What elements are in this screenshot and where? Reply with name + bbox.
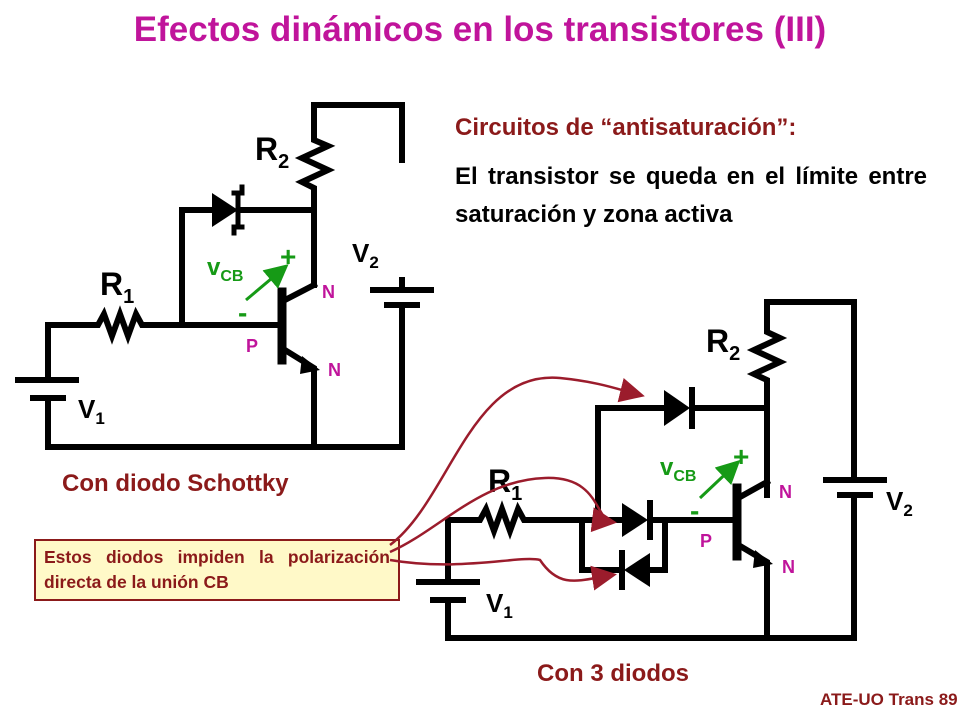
callout-arrows bbox=[389, 376, 645, 591]
left-junction-labels: N N P bbox=[246, 282, 341, 380]
label-plus: + bbox=[280, 241, 296, 272]
label-n-collector-b: N bbox=[779, 482, 792, 502]
left-vcb-labels: vCB + - bbox=[207, 241, 296, 328]
label-r1b: R1 bbox=[488, 463, 522, 505]
label-p-base: P bbox=[246, 336, 258, 356]
caption-three-diodes: Con 3 diodos bbox=[537, 660, 689, 687]
vcb-arrow-left bbox=[245, 264, 289, 302]
slide-title: Efectos dinámicos en los transistores (I… bbox=[133, 10, 827, 49]
label-minus: - bbox=[238, 297, 247, 328]
description-text: El transistor se queda en el límite entr… bbox=[455, 163, 927, 228]
label-vcb: vCB bbox=[207, 254, 243, 285]
wire-top bbox=[311, 102, 405, 163]
arrow-to-bottom-diode bbox=[389, 557, 617, 591]
right-vcb-labels: vCB + - bbox=[660, 441, 749, 526]
footer-slide-number: ATE-UO Trans 89 bbox=[820, 690, 958, 709]
label-minus-b: - bbox=[690, 495, 699, 526]
label-r2b: R2 bbox=[706, 323, 740, 365]
diode-bottom bbox=[624, 553, 650, 587]
subtitle: Circuitos de “antisaturación”: bbox=[455, 114, 797, 141]
diode-middle bbox=[622, 503, 648, 537]
note-box: Estos diodos impiden la polarización dir… bbox=[34, 539, 400, 601]
label-r2: R2 bbox=[255, 131, 289, 173]
r1b-resistor bbox=[445, 500, 601, 585]
diode-top bbox=[664, 390, 690, 426]
left-labels: R2 R1 V2 V1 bbox=[78, 131, 379, 428]
caption-schottky: Con diodo Schottky bbox=[62, 470, 289, 497]
label-r1: R1 bbox=[100, 266, 134, 308]
right-junction-labels: N N P bbox=[700, 482, 795, 577]
three-diode-circuit bbox=[416, 299, 887, 641]
label-n-emitter-b: N bbox=[782, 557, 795, 577]
r2-resistor bbox=[294, 102, 336, 213]
r2b-resistor bbox=[746, 299, 788, 411]
label-v2b: V2 bbox=[886, 486, 913, 520]
label-n-emitter: N bbox=[328, 360, 341, 380]
label-v1: V1 bbox=[78, 394, 105, 428]
label-plus-b: + bbox=[733, 441, 749, 472]
label-v2: V2 bbox=[352, 238, 379, 272]
label-v1b: V1 bbox=[486, 588, 513, 622]
label-p-base-b: P bbox=[700, 531, 712, 551]
label-vcb-b: vCB bbox=[660, 454, 696, 485]
vcb-arrow-right bbox=[698, 459, 741, 500]
r1-resistor bbox=[45, 305, 185, 381]
arrow-to-top-diode bbox=[389, 376, 645, 546]
right-labels: R2 R1 V2 V1 bbox=[486, 323, 913, 622]
arrow-to-middle-diode bbox=[389, 476, 617, 554]
schottky-diode bbox=[212, 193, 238, 227]
label-n-collector: N bbox=[322, 282, 335, 302]
